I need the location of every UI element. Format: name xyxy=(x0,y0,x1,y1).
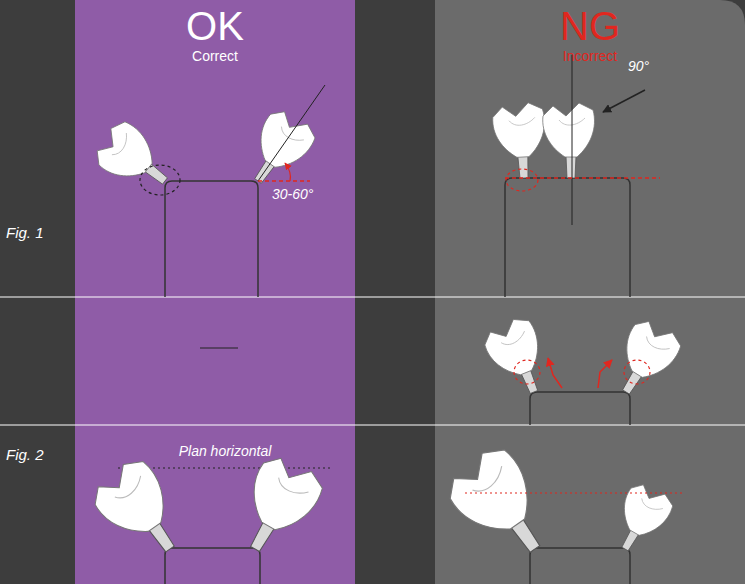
tooth xyxy=(89,116,180,203)
unequal-plane xyxy=(465,492,682,493)
panel-heading: OK xyxy=(75,4,355,48)
tooth xyxy=(235,103,320,194)
movement-arrow xyxy=(548,358,562,388)
tooth xyxy=(603,478,677,560)
detail-circle xyxy=(140,165,180,195)
tooth xyxy=(602,313,686,404)
tooth xyxy=(480,314,556,403)
detail-circle xyxy=(514,360,540,384)
abutment xyxy=(165,181,258,297)
tooth xyxy=(224,449,329,564)
row-separator xyxy=(0,297,745,298)
axis-line xyxy=(572,55,573,225)
tooth xyxy=(85,453,194,570)
figure-label: Fig. 1 xyxy=(6,224,44,241)
abutment xyxy=(505,178,630,297)
panel-subheading: Incorrect xyxy=(435,48,745,64)
panel-heading: NG xyxy=(435,4,745,48)
abutment xyxy=(165,548,260,584)
incorrect-panel: NGIncorrect xyxy=(435,0,745,70)
tooth xyxy=(439,440,563,572)
plane-label: Plan horizontal xyxy=(179,443,272,459)
angle-arrow xyxy=(603,90,645,112)
axis-line xyxy=(258,85,325,181)
tooth xyxy=(492,102,548,180)
movement-arrow xyxy=(598,360,612,388)
empty-dash xyxy=(200,347,238,348)
panel-subheading: Correct xyxy=(75,48,355,64)
tooth xyxy=(543,103,595,178)
angle-arrow xyxy=(285,163,290,181)
ng-panel xyxy=(435,0,745,584)
reference-line xyxy=(505,177,660,178)
detail-circle xyxy=(506,169,538,191)
reference-line xyxy=(258,180,310,181)
angle-dimension: 30-60° xyxy=(272,186,313,202)
angle-dimension: 90° xyxy=(628,58,649,74)
figure-label: Fig. 2 xyxy=(6,446,44,463)
detail-circle xyxy=(624,360,650,384)
ok-panel xyxy=(75,0,355,584)
abutment xyxy=(530,392,630,425)
correct-panel: OKCorrect xyxy=(75,0,355,70)
abutment xyxy=(530,548,630,584)
row-separator xyxy=(0,425,745,426)
